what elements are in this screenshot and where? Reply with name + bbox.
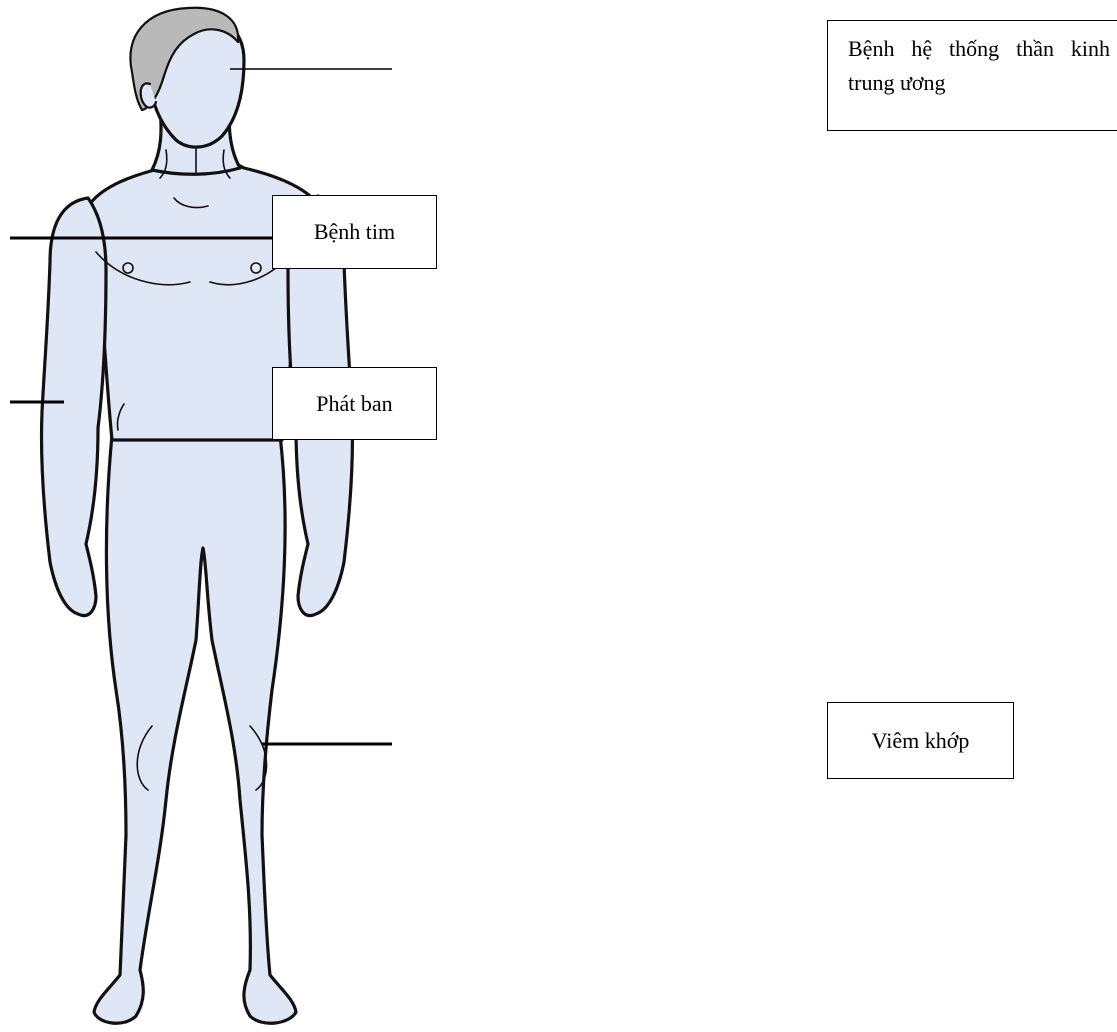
- left-arm: [41, 198, 106, 616]
- left-leg: [94, 435, 296, 1023]
- label-arthritis: Viêm khớp: [827, 702, 1014, 779]
- label-rash: Phát ban: [272, 367, 437, 440]
- human-figure: [41, 8, 352, 1023]
- label-cns-disease: Bệnh hệ thống thần kinh trung ương: [827, 20, 1117, 131]
- label-heart-disease: Bệnh tim: [272, 195, 437, 269]
